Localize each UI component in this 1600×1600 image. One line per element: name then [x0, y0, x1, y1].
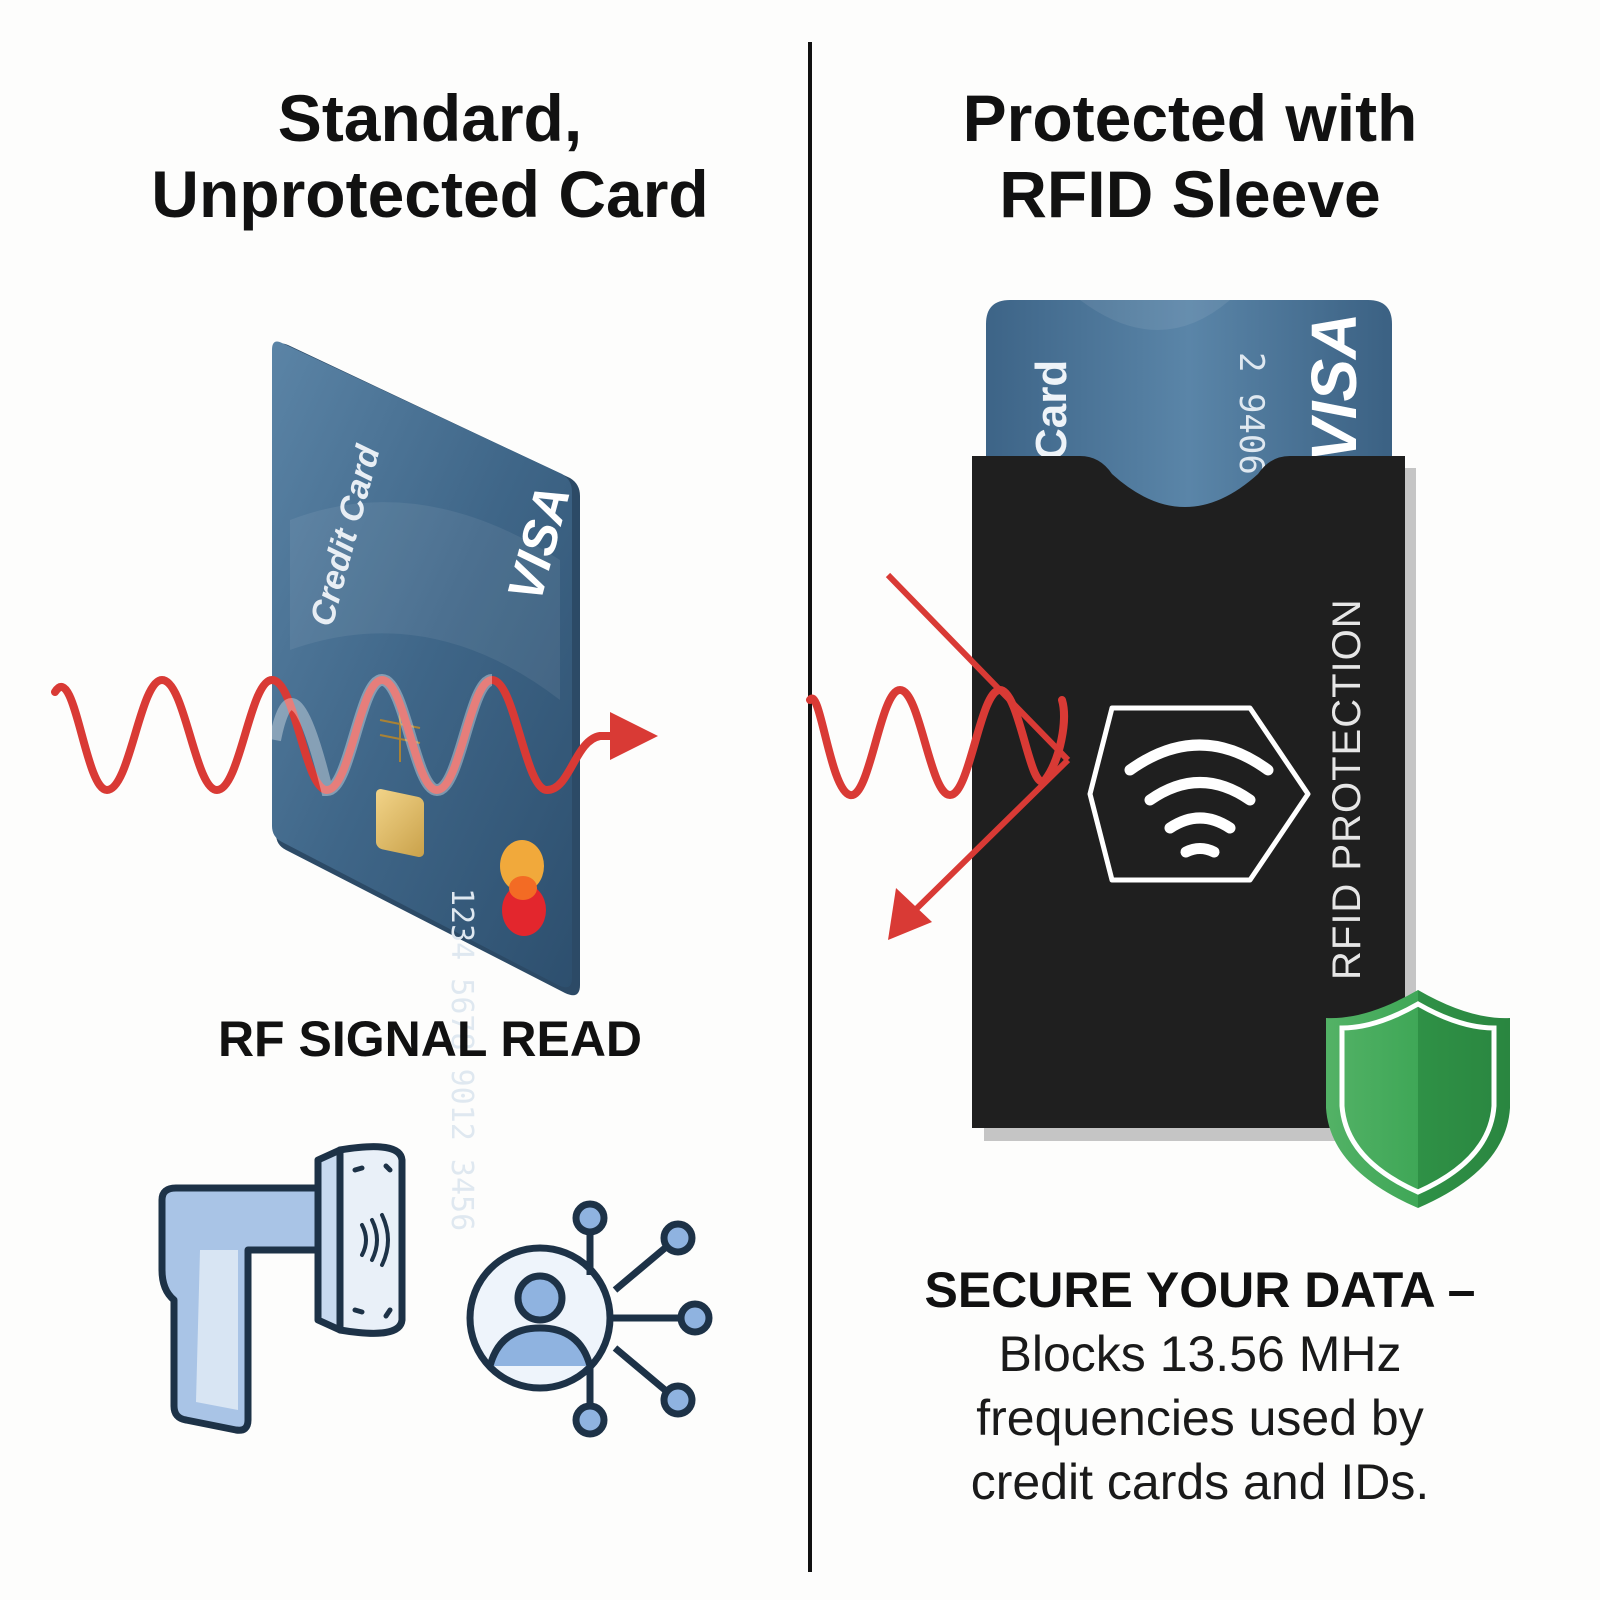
rfid-hexagon-icon	[1087, 705, 1311, 883]
protected-card-brand-text: Card	[1027, 360, 1076, 460]
card-number-text: 1234 5678 9012 3456	[444, 888, 479, 1231]
deflected-arrow-head	[888, 888, 932, 940]
unprotected-card: Credit Card 1234 5678 9012 3456 VISA	[272, 341, 581, 1231]
mastercard-logo-icon	[500, 840, 546, 936]
panel-divider	[808, 42, 812, 1572]
secure-data-heading: SECURE YOUR DATA –	[924, 1262, 1476, 1318]
secure-data-line3: credit cards and IDs.	[970, 1454, 1430, 1510]
blocked-rf-signal	[806, 572, 1071, 940]
left-title-line1: Standard,	[277, 81, 583, 155]
secure-data-line1: Blocks 13.56 MHz	[998, 1326, 1402, 1382]
rfid-sleeve: RFID PROTECTION	[972, 456, 1416, 1141]
secure-data-line2: frequencies used by	[976, 1390, 1424, 1446]
signal-arrow-head	[610, 712, 658, 760]
right-title-line2: RFID Sleeve	[999, 157, 1381, 231]
protected-card-network-logo: VISA	[1298, 313, 1370, 462]
right-title-line1: Protected with	[962, 81, 1418, 155]
protected-card-number-text: 2 9406	[1231, 352, 1271, 475]
right-panel-title: Protected with RFID Sleeve	[810, 80, 1570, 232]
sleeve-label: RFID PROTECTION	[1325, 598, 1369, 980]
rf-signal-read-caption: RF SIGNAL READ	[217, 1011, 643, 1067]
rfid-scanner-icon	[158, 1143, 406, 1434]
left-title-line2: Unprotected Card	[151, 157, 709, 231]
secure-data-caption: SECURE YOUR DATA – Blocks 13.56 MHz freq…	[880, 1258, 1520, 1514]
person-network-icon	[466, 1200, 713, 1438]
shield-icon	[1326, 990, 1510, 1208]
left-panel-title: Standard, Unprotected Card	[50, 80, 810, 232]
rf-signal-wave	[51, 673, 658, 797]
